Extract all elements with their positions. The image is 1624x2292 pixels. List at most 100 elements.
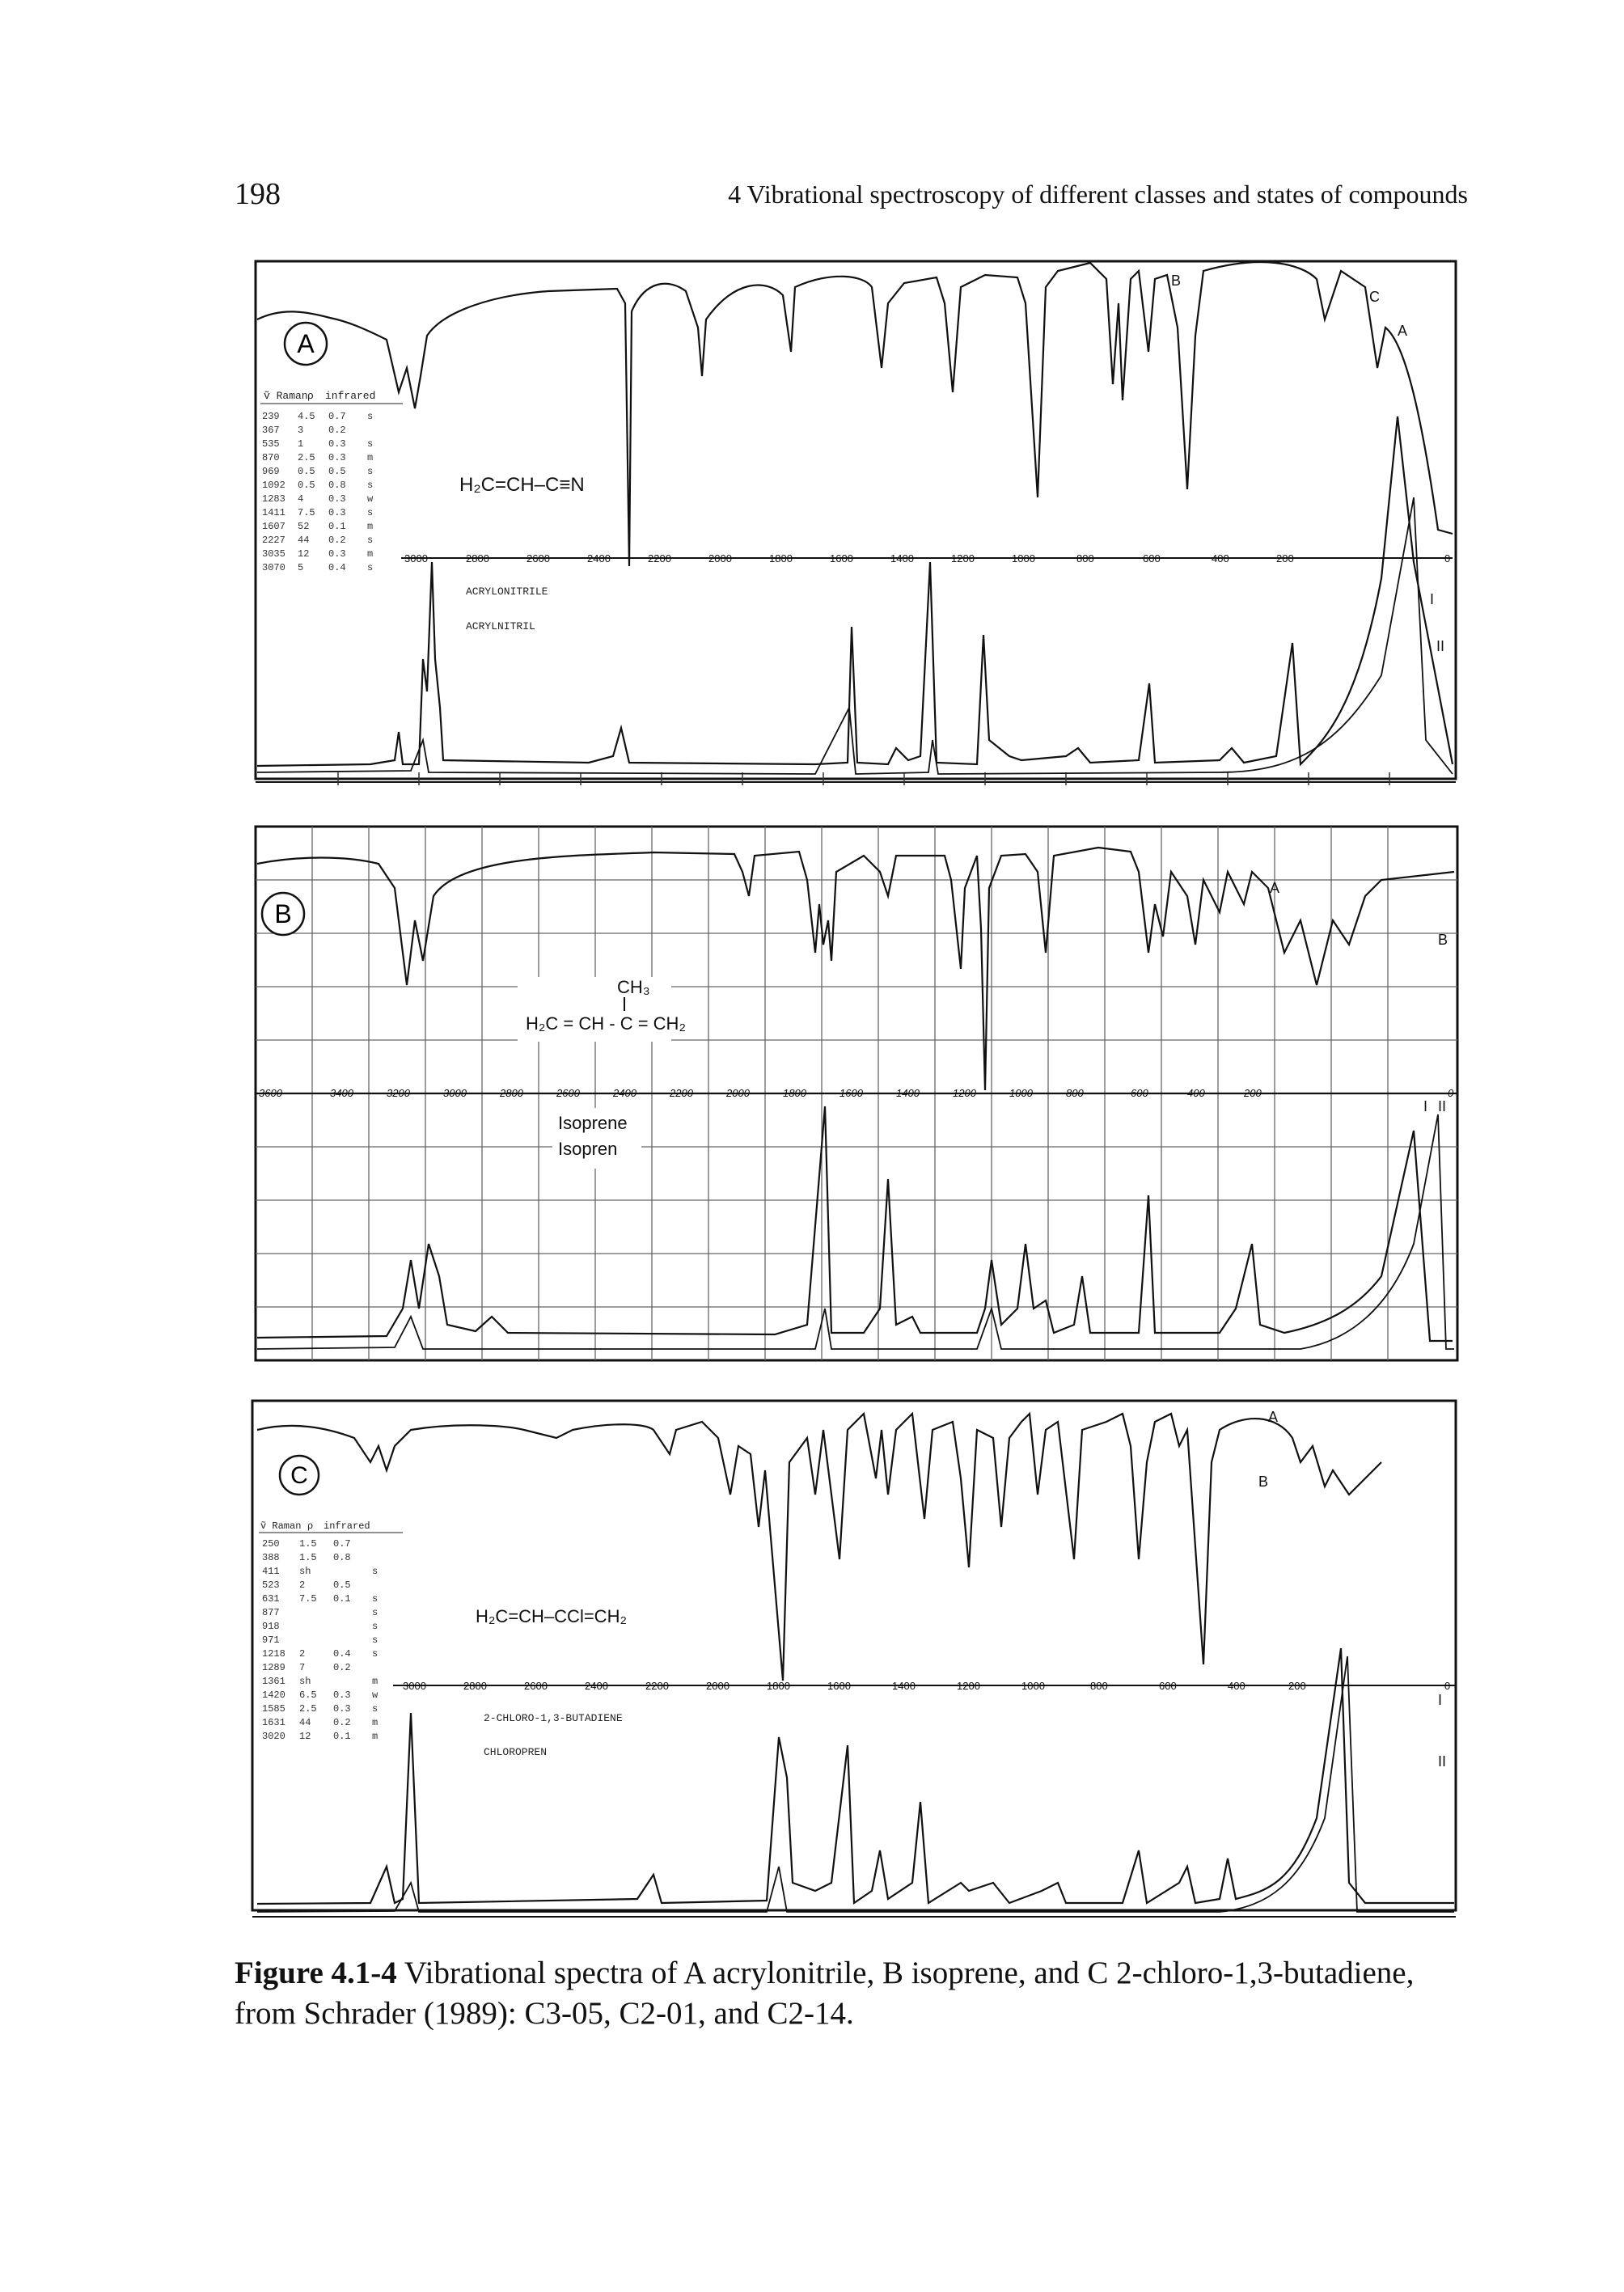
svg-text:w: w [372,1689,379,1701]
svg-text:3070: 3070 [262,562,285,573]
svg-text:m: m [367,521,373,532]
svg-text:400: 400 [1228,1680,1245,1692]
svg-text:s: s [367,562,373,573]
svg-text:2600: 2600 [556,1087,581,1099]
spectrum-figure-a: 3000 2800 2600 2400 2200 2000 1800 1600 … [254,260,1457,785]
svg-text:1631: 1631 [262,1717,285,1728]
svg-text:2600: 2600 [527,552,550,565]
svg-text:3035: 3035 [262,548,285,560]
molecule-formula-c: H₂C=CH–CCl=CH₂ [476,1606,627,1626]
svg-text:m: m [372,1731,378,1742]
svg-text:0: 0 [1444,1680,1450,1692]
svg-text:sh: sh [299,1676,311,1687]
svg-text:6.5: 6.5 [299,1689,317,1701]
svg-text:2200: 2200 [669,1087,694,1099]
svg-text:1200: 1200 [957,1680,980,1692]
panel-label-a: A [297,329,315,358]
panel-label-c: C [290,1462,308,1489]
compound-name-de-b: Isopren [558,1139,617,1159]
molecule-formula-b: H₂C = CH - C = CH₂ [526,1013,686,1034]
curve-labels-b: A B I II [1270,880,1448,1114]
svg-text:535: 535 [262,438,280,450]
svg-text:0.3: 0.3 [328,507,346,518]
curve-labels-a: A B C I II [1171,273,1444,654]
svg-text:A: A [1270,880,1279,896]
svg-text:B: B [1438,932,1448,948]
ir-spectrum-curve [256,1411,1382,1681]
svg-text:3000: 3000 [404,552,428,565]
svg-text:m: m [372,1717,378,1728]
svg-text:1092: 1092 [262,480,285,491]
panel-frame [251,1399,1457,1912]
svg-text:C: C [1369,289,1380,305]
svg-text:7: 7 [299,1662,305,1673]
svg-text:2000: 2000 [706,1680,730,1692]
spectrum-panel-chloroprene: 3000 2800 2600 2400 2200 2000 1800 1600 … [249,1398,1462,1923]
compound-name-en-b: Isoprene [558,1113,628,1133]
svg-text:2800: 2800 [463,1680,487,1692]
svg-text:I: I [1423,1098,1427,1114]
svg-text:3000: 3000 [403,1680,426,1692]
svg-text:1.5: 1.5 [299,1538,317,1550]
band-table-a: ṽ Raman ρ infrared [260,390,403,404]
svg-text:0.7: 0.7 [328,411,346,422]
svg-text:0.1: 0.1 [333,1593,351,1605]
running-head: 4 Vibrational spectroscopy of different … [728,180,1468,209]
svg-text:3020: 3020 [262,1731,285,1742]
svg-text:12: 12 [299,1731,311,1742]
svg-text:2200: 2200 [645,1680,669,1692]
svg-text:s: s [372,1648,378,1660]
svg-text:0.3: 0.3 [333,1689,351,1701]
svg-text:52: 52 [298,521,309,532]
svg-text:7.5: 7.5 [298,507,315,518]
svg-text:1585: 1585 [262,1703,285,1715]
svg-text:0.4: 0.4 [328,562,346,573]
svg-text:1283: 1283 [262,493,285,505]
svg-text:1800: 1800 [767,1680,790,1692]
svg-text:400: 400 [1212,552,1229,565]
svg-text:969: 969 [262,466,280,477]
svg-text:1200: 1200 [953,1087,977,1099]
figure-caption-text: Vibrational spectra of A acrylonitrile, … [235,1956,1415,2031]
raman-spectrum-curve-i [256,416,1454,768]
svg-text:1361: 1361 [262,1676,285,1687]
svg-text:1: 1 [298,438,303,450]
raman-spectrum-curve-ii [256,497,1453,775]
svg-text:0.8: 0.8 [333,1552,351,1563]
svg-text:0.5: 0.5 [328,466,346,477]
svg-text:4: 4 [298,493,303,505]
svg-text:4.5: 4.5 [298,411,315,422]
svg-text:s: s [367,411,373,422]
spectrum-panel-acrylonitrile: 3000 2800 2600 2400 2200 2000 1800 1600 … [249,255,1462,789]
svg-text:0.2: 0.2 [328,425,346,436]
svg-text:A: A [1398,323,1407,339]
svg-text:s: s [367,480,373,491]
svg-text:1000: 1000 [1021,1680,1045,1692]
tick-marks-bottom [337,772,1390,785]
svg-text:ρ: ρ [307,1520,313,1532]
molecule-formula-methyl-b: CH₃ [617,977,650,997]
svg-text:s: s [367,466,373,477]
svg-text:s: s [367,438,373,450]
panel-label-b: B [274,899,291,928]
svg-text:2.5: 2.5 [298,452,315,463]
svg-text:600: 600 [1159,1680,1177,1692]
svg-text:800: 800 [1090,1680,1108,1692]
figure-caption-label: Figure 4.1-4 [235,1956,397,1990]
svg-text:1400: 1400 [892,1680,916,1692]
raman-spectrum-curve-ii [256,1114,1454,1350]
svg-text:s: s [372,1703,378,1715]
svg-text:2227: 2227 [262,535,285,546]
svg-text:877: 877 [262,1607,280,1618]
curve-labels-c: A B I II [1258,1409,1446,1770]
svg-text:0.4: 0.4 [333,1648,351,1660]
svg-text:I: I [1438,1692,1442,1708]
